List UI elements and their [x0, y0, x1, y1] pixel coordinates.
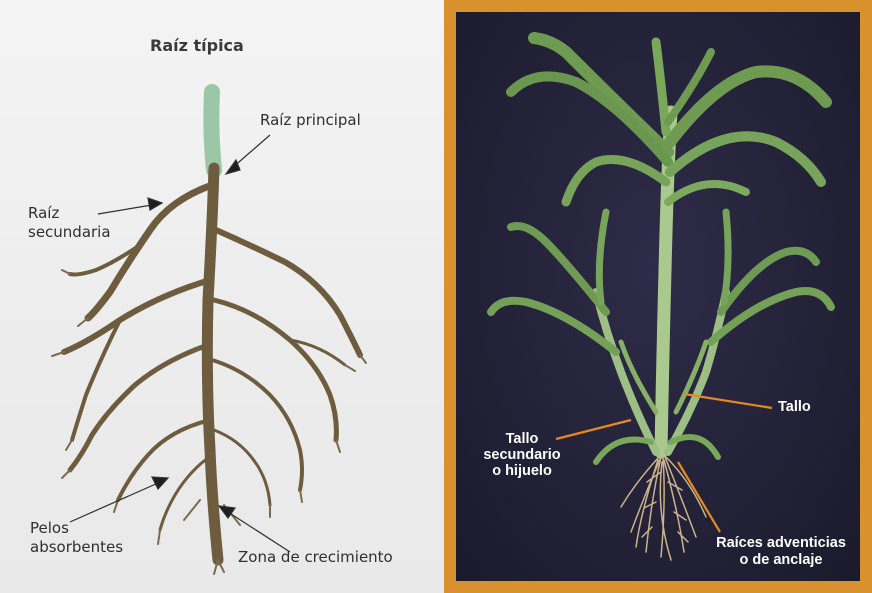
arrow-growth-zone [228, 512, 290, 552]
maize-plant-photo-frame: Tallo Tallo secundario o hijuelo Raíces … [444, 0, 872, 593]
label-secondary-stem-line2: secundario [482, 447, 562, 463]
label-growth-zone: Zona de crecimiento [238, 549, 393, 566]
arrowhead-absorbent-hairs [152, 477, 168, 489]
label-absorbent-hairs-line1: Pelos [30, 520, 69, 537]
secondary-root-right-3 [212, 360, 302, 490]
secondary-root-right-5 [290, 340, 345, 365]
label-main-root: Raíz principal [260, 112, 361, 129]
label-stem: Tallo [778, 399, 811, 415]
maize-plant-illustration [456, 12, 860, 581]
typical-root-diagram: Raíz típica Raíz principal Raíz secundar… [0, 0, 444, 593]
maize-plant-photo: Tallo Tallo secundario o hijuelo Raíces … [456, 12, 860, 581]
adventitious-roots [621, 457, 706, 560]
main-root [207, 168, 218, 560]
secondary-root-left-4 [118, 420, 210, 500]
leader-secondary-stem [556, 420, 631, 439]
root-illustration [0, 0, 444, 593]
label-secondary-stem-line3: o hijuelo [482, 463, 562, 479]
label-secondary-root-line2: secundaria [28, 224, 111, 241]
label-adventitious-roots-line2: o de anclaje [711, 552, 851, 568]
root-system [52, 92, 366, 574]
arrow-secondary-root [98, 205, 152, 214]
label-secondary-stem-line1: Tallo [482, 431, 562, 447]
leader-adventitious-roots [678, 462, 720, 532]
root-diagram-title: Raíz típica [150, 37, 244, 54]
arrowhead-secondary-root [148, 198, 162, 210]
main-root-upper [211, 92, 214, 170]
label-adventitious-roots-line1: Raíces adventicias [711, 535, 851, 551]
arrow-absorbent-hairs [70, 483, 158, 522]
secondary-stem-left [596, 292, 656, 452]
secondary-root-right-4 [214, 430, 270, 505]
secondary-root-left-3 [70, 345, 208, 470]
label-secondary-root-line1: Raíz [28, 205, 59, 222]
label-absorbent-hairs-line2: absorbentes [30, 539, 123, 556]
